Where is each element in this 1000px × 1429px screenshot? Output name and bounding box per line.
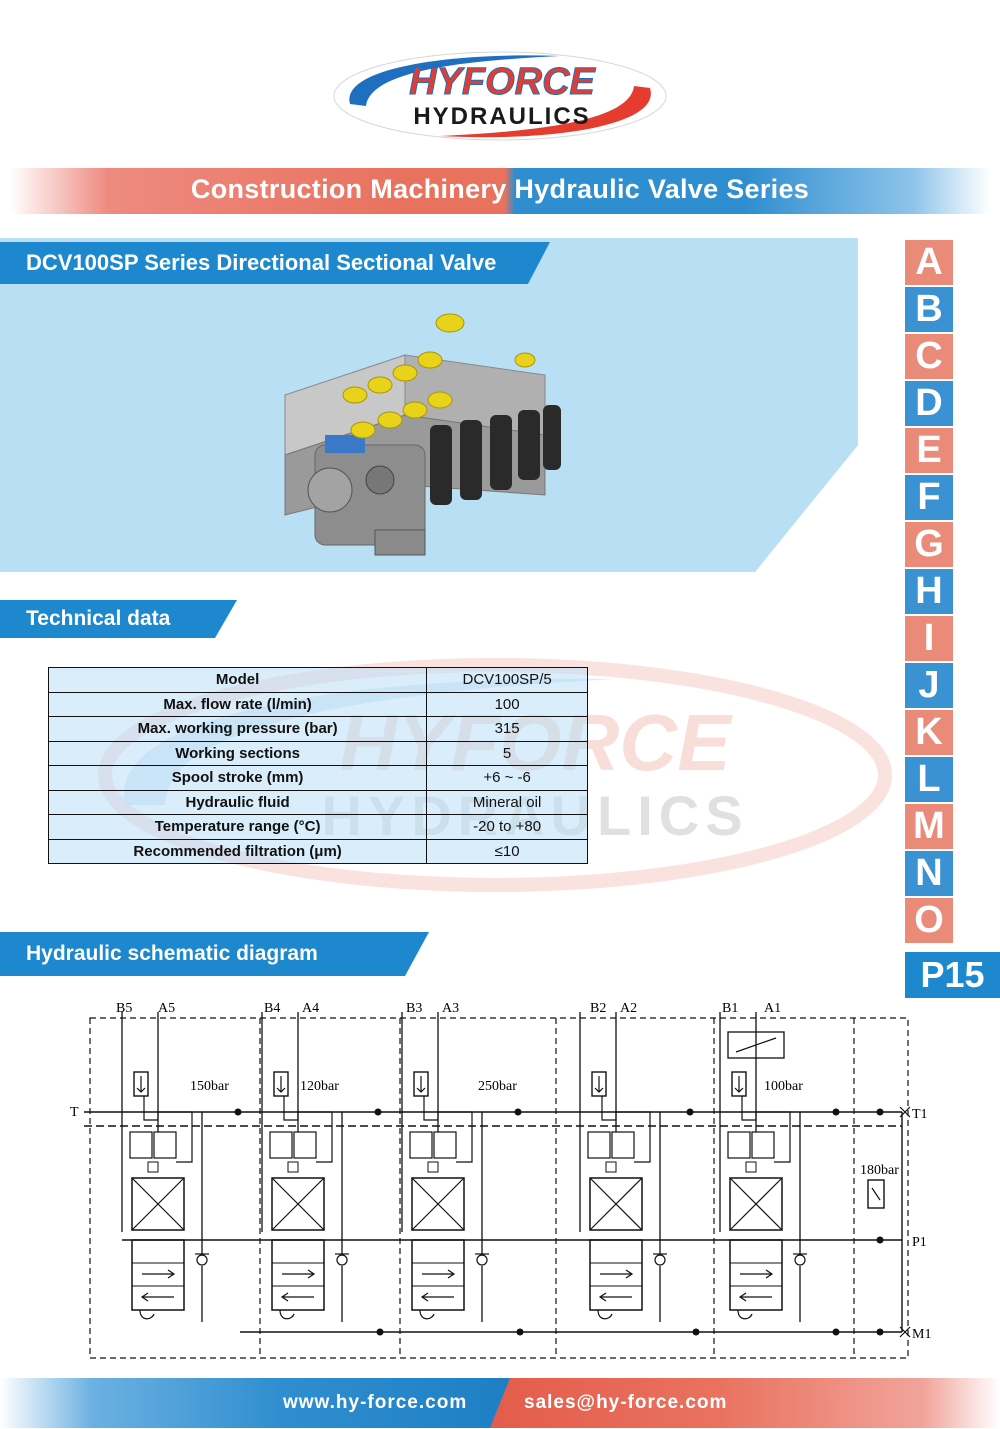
index-letter-n[interactable]: N: [905, 851, 953, 896]
port-a4: A4: [302, 1001, 319, 1016]
hydraulic-schematic: B5 A5 B4 A4 B3 A3 B2 A2 B1 A1 150bar 120…: [70, 1001, 931, 1359]
row-value: 315: [426, 716, 588, 742]
row-label: Spool stroke (mm): [47, 765, 428, 791]
index-letter-k[interactable]: K: [905, 710, 953, 755]
port-t: T: [70, 1105, 79, 1120]
port-b2: B2: [590, 1001, 606, 1016]
index-letter-c[interactable]: C: [905, 334, 953, 379]
series-banner: [10, 168, 990, 214]
pressure-150: 150bar: [190, 1079, 229, 1094]
pressure-180: 180bar: [860, 1163, 899, 1178]
row-label: Temperature range (°C): [47, 814, 428, 840]
table-row: Model DCV100SP/5: [47, 667, 588, 693]
index-letter-m[interactable]: M: [905, 804, 953, 849]
row-value: DCV100SP/5: [426, 667, 588, 693]
logo-line1: HYFORCE: [409, 61, 596, 103]
port-b5: B5: [116, 1001, 132, 1016]
row-value: Mineral oil: [426, 789, 588, 815]
index-letter-o[interactable]: O: [905, 898, 953, 943]
technical-data-table: Model DCV100SP/5 Max. flow rate (l/min) …: [47, 667, 588, 864]
pressure-100: 100bar: [764, 1079, 803, 1094]
index-letter-j[interactable]: J: [905, 663, 953, 708]
page-number: P15: [905, 952, 1000, 998]
port-b3: B3: [406, 1001, 422, 1016]
index-letter-i[interactable]: I: [905, 616, 953, 661]
table-row: Recommended filtration (μm) ≤10: [47, 838, 588, 864]
index-letter-e[interactable]: E: [905, 428, 953, 473]
port-m1: M1: [912, 1327, 931, 1342]
row-value: 100: [426, 691, 588, 717]
table-row: Hydraulic fluid Mineral oil: [47, 789, 588, 815]
port-b1: B1: [722, 1001, 738, 1016]
row-value: ≤10: [426, 838, 588, 864]
row-label: Model: [47, 667, 428, 693]
row-value: 5: [426, 740, 588, 766]
row-value: -20 to +80: [426, 814, 588, 840]
table-row: Max. working pressure (bar) 315: [47, 716, 588, 742]
table-row: Temperature range (°C) -20 to +80: [47, 814, 588, 840]
row-value: +6 ~ -6: [426, 765, 588, 791]
index-letter-g[interactable]: G: [905, 522, 953, 567]
port-b4: B4: [264, 1001, 280, 1016]
pressure-250: 250bar: [478, 1079, 517, 1094]
footer-email-band: [490, 1378, 1000, 1428]
port-a3: A3: [442, 1001, 459, 1016]
footer-website-link[interactable]: www.hy-force.com: [283, 1392, 468, 1413]
table-row: Working sections 5: [47, 740, 588, 766]
table-row: Max. flow rate (l/min) 100: [47, 691, 588, 717]
valve-product-image: [284, 313, 561, 556]
port-t1: T1: [912, 1107, 928, 1122]
schematic-heading: Hydraulic schematic diagram: [0, 932, 405, 976]
port-a5: A5: [158, 1001, 175, 1016]
port-a2: A2: [620, 1001, 637, 1016]
pressure-120: 120bar: [300, 1079, 339, 1094]
row-label: Max. working pressure (bar): [47, 716, 428, 742]
index-letter-b[interactable]: B: [905, 287, 953, 332]
index-letter-h[interactable]: H: [905, 569, 953, 614]
row-label: Recommended filtration (μm): [47, 838, 428, 864]
series-title: Construction Machinery Hydraulic Valve S…: [190, 174, 810, 204]
index-letter-f[interactable]: F: [905, 475, 953, 520]
table-row: Spool stroke (mm) +6 ~ -6: [47, 765, 588, 791]
index-letter-a[interactable]: A: [905, 240, 953, 285]
row-label: Max. flow rate (l/min): [47, 691, 428, 717]
product-title: DCV100SP Series Directional Sectional Va…: [0, 242, 528, 284]
index-letter-d[interactable]: D: [905, 381, 953, 426]
product-title-tab-edge: [528, 242, 550, 284]
technical-data-heading: Technical data: [0, 600, 215, 638]
footer-email-link[interactable]: sales@hy-force.com: [524, 1392, 728, 1413]
footer-website-band: [0, 1378, 510, 1428]
port-a1: A1: [764, 1001, 781, 1016]
index-letter-l[interactable]: L: [905, 757, 953, 802]
row-label: Hydraulic fluid: [47, 789, 428, 815]
schematic-tab-edge: [405, 932, 429, 976]
hyforce-logo: HYFORCE HYDRAULICS: [333, 51, 667, 141]
technical-data-tab-edge: [215, 600, 237, 638]
row-label: Working sections: [47, 740, 428, 766]
logo-line2: HYDRAULICS: [413, 103, 590, 130]
port-p1: P1: [912, 1235, 927, 1250]
